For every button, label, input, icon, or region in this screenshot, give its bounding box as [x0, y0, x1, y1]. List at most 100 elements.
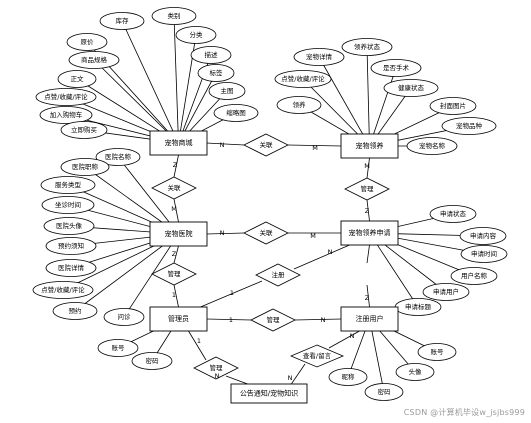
attribute-label: 原价 — [81, 38, 95, 46]
attribute-label: 点赞/收藏/评论 — [281, 74, 325, 83]
relation-hospital_app: 关联 — [243, 221, 289, 245]
attribute-label: 健康状态 — [398, 83, 425, 92]
relation-label: 注册 — [272, 270, 286, 279]
attribute-product-4: 商品规格 — [68, 51, 120, 69]
relation-goods_lower: 关联 — [151, 176, 197, 200]
attribute-product-1: 类别 — [151, 7, 197, 25]
attribute-label: 领养状态 — [354, 42, 381, 51]
attribute-hospital-5: 预约须知 — [45, 237, 97, 255]
attribute-application-2: 申请时间 — [460, 245, 508, 263]
cardinality-admin_up: 1 — [172, 291, 176, 299]
cardinality-notice_left: N — [215, 372, 220, 380]
attribute-hospital-9: 问诊 — [103, 308, 145, 326]
entity-goods: 宠物领养 — [340, 133, 399, 159]
attribute-label: 密码 — [378, 387, 392, 396]
cardinality-app_down: Z — [365, 207, 370, 215]
relation-label: 关联 — [168, 183, 182, 192]
relation-label: 管理 — [210, 363, 224, 372]
attribute-goods-7: 宠物品种 — [441, 117, 497, 135]
cardinality-rel_goods: M — [312, 144, 318, 152]
entity-hospital: 宠物医院 — [149, 221, 208, 247]
attribute-label: 正文 — [71, 74, 85, 83]
attribute-product-3: 分类 — [175, 26, 217, 44]
cardinality-user_left: N — [321, 316, 326, 324]
attribute-product-9: 主图 — [208, 82, 246, 100]
attribute-product-8: 点赞/收藏/评论 — [35, 88, 97, 106]
cardinality-user_up: Z — [365, 294, 370, 302]
attribute-label: 昵称 — [342, 372, 356, 381]
attribute-label: 立即购买 — [71, 125, 98, 134]
attribute-label: 账号 — [431, 347, 445, 356]
attribute-label: 头像 — [409, 367, 423, 376]
attribute-label: 宠物名称 — [419, 141, 446, 150]
attribute-hospital-3: 坐诊时间 — [41, 196, 95, 214]
attribute-label: 医院头像 — [56, 221, 83, 230]
attribute-user-2: 昵称 — [328, 368, 368, 386]
attribute-label: 申请时间 — [471, 249, 497, 258]
attribute-label: 医院名称 — [105, 152, 132, 161]
attribute-application-5: 申请标题 — [394, 298, 442, 316]
attribute-application-4: 申请用户 — [422, 283, 470, 301]
attribute-goods-5: 领养 — [276, 96, 322, 114]
relation-label: 查看/留言 — [303, 351, 332, 360]
attribute-application-3: 用户名称 — [450, 267, 498, 285]
cardinality-admin_right: 1 — [229, 316, 233, 324]
attribute-label: 类别 — [168, 11, 181, 20]
entity-admin: 管理员 — [149, 306, 208, 332]
attribute-label: 商品规格 — [81, 55, 108, 64]
relation-label: 管理 — [267, 315, 281, 324]
attribute-label: 描述 — [205, 50, 219, 59]
cardinality-rel_app: M — [310, 232, 316, 240]
attribute-goods-4: 健康状态 — [383, 79, 439, 97]
cardinality-goods_up: M — [364, 162, 370, 170]
attribute-goods-2: 点赞/收藏/评论 — [274, 70, 332, 88]
attribute-product-11: 缩略图 — [213, 104, 259, 122]
attribute-label: 账号 — [112, 343, 126, 352]
attribute-label: 领养 — [293, 100, 307, 109]
attribute-label: 申请标题 — [405, 302, 432, 311]
attribute-goods-3: 是否手术 — [370, 59, 422, 77]
attribute-goods-0: 宠物详情 — [293, 48, 345, 66]
attribute-product-0: 库存 — [99, 12, 145, 30]
relation-label: 关联 — [260, 140, 274, 149]
attribute-label: 宠物详情 — [306, 52, 333, 61]
attribute-label: 申请状态 — [440, 209, 467, 218]
entity-product: 宠物商城 — [149, 130, 208, 156]
watermark: CSDN @计算机毕设w_jsjbs999 — [403, 408, 525, 417]
attribute-label: 问诊 — [118, 312, 132, 321]
relation-admin_user: 管理 — [250, 308, 296, 332]
relation-app_user: 注册 — [255, 263, 301, 287]
attribute-hospital-2: 服务类型 — [40, 176, 96, 194]
relation-admin_app: 管理 — [344, 177, 390, 201]
entity-label: 宠物医院 — [165, 229, 193, 238]
entity-label: 宠物领养申请 — [349, 228, 391, 237]
attribute-admin-0: 账号 — [97, 339, 139, 357]
relation-hospital_admin: 管理 — [151, 262, 197, 286]
attribute-product-2: 原价 — [66, 33, 108, 51]
entity-notice: 公告通知/宠物知识 — [230, 383, 308, 404]
cardinality-hosp_up: M — [171, 205, 177, 213]
attribute-label: 宠物品种 — [456, 121, 483, 130]
attribute-label: 库存 — [116, 16, 130, 25]
entity-label: 公告通知/宠物知识 — [240, 389, 298, 398]
attribute-label: 医院详情 — [58, 263, 85, 272]
attribute-label: 主图 — [221, 86, 234, 95]
attribute-label: 坐诊时间 — [55, 200, 81, 209]
attribute-label: 点赞/收藏/评论 — [41, 285, 85, 294]
attribute-user-1: 头像 — [395, 363, 435, 381]
cardinality-admin_diag: 1 — [230, 289, 234, 297]
attribute-goods-1: 领养状态 — [341, 38, 393, 56]
entity-label: 宠物领养 — [356, 141, 384, 150]
relation-product_goods: 关联 — [243, 133, 289, 157]
attribute-label: 缩略图 — [226, 108, 246, 117]
cardinality-admin_down: 1 — [197, 337, 201, 345]
attribute-label: 医院职称 — [72, 162, 99, 171]
attribute-product-7: 标签 — [197, 64, 235, 82]
attribute-product-6: 正文 — [57, 70, 97, 88]
attribute-label: 分类 — [190, 30, 204, 39]
relation-label: 管理 — [361, 184, 375, 193]
attribute-hospital-6: 医院详情 — [45, 259, 97, 277]
attribute-product-12: 立即购买 — [60, 121, 108, 139]
attribute-hospital-1: 医院职称 — [60, 158, 110, 176]
